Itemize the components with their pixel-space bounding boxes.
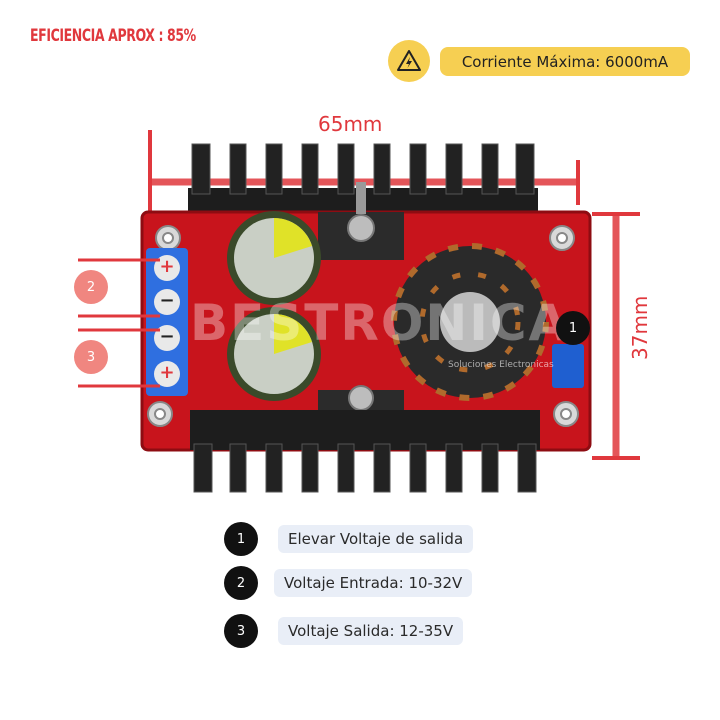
terminal-sign-3: − [159,326,175,347]
terminal-sign-4: + [159,362,175,383]
legend-label-3: Voltaje Salida: 12-35V [278,617,464,645]
watermark-subtitle: Soluciones Electronicas [448,360,554,370]
capacitor-bottom [227,307,321,401]
terminal-sign-2: − [159,290,175,311]
toroidal-inductor [391,243,549,401]
height-dimension-label: 37mm [628,295,652,360]
warning-icon-badge [388,40,430,82]
trim-potentiometer [552,344,584,388]
legend-label-1: Elevar Voltaje de salida [278,525,474,553]
callout-lines [78,258,160,388]
legend-number-2: 2 [224,566,258,600]
callout-marker-2: 2 [74,270,108,304]
height-dimension-line [592,212,640,460]
mounting-holes [147,225,579,427]
watermark-logo: BESTRONICA [190,294,570,352]
capacitor-top [227,211,321,305]
max-current-label: Corriente Máxima: 6000mA [440,47,690,76]
callout-marker-3: 3 [74,340,108,374]
top-mosfet [318,182,404,260]
legend-number-1: 1 [224,522,258,556]
legend-label-2: Voltaje Entrada: 10-32V [274,569,473,597]
width-dimension-label: 65mm [318,112,383,136]
bottom-heatsink [190,410,540,493]
efficiency-title: EFICIENCIA APROX : 85% [30,26,196,46]
high-voltage-warning-icon [397,50,421,71]
terminal-block [146,248,188,396]
callout-marker-1: 1 [556,311,590,345]
legend-number-3: 3 [224,614,258,648]
terminal-sign-1: + [159,256,175,277]
